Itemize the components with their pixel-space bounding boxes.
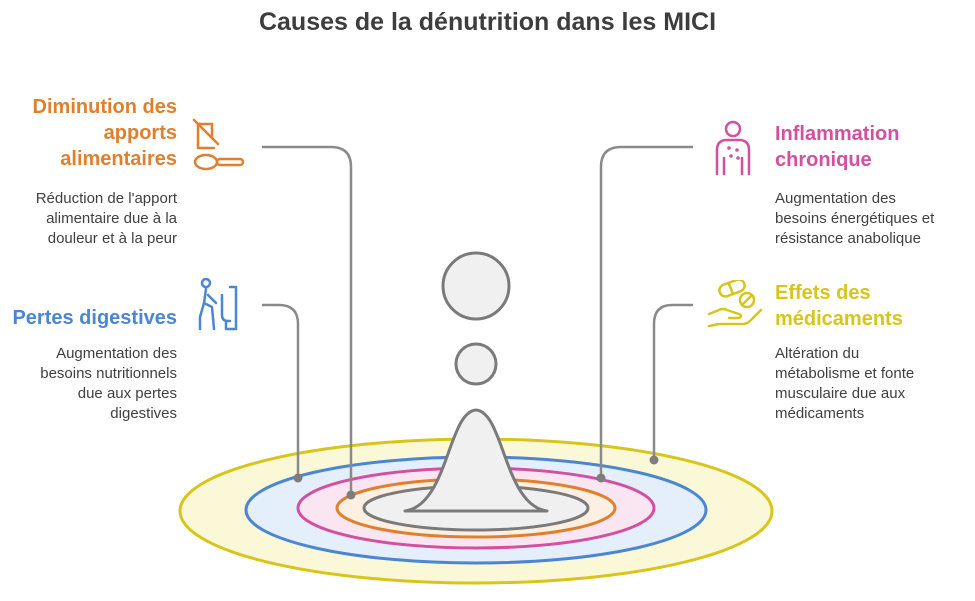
no-food-spoon-icon	[192, 118, 245, 171]
inflamed-body-icon	[715, 120, 751, 176]
desc-line: douleur et à la peur	[47, 230, 177, 247]
desc-pertes: Augmentation des besoins nutritionnels d…	[40, 344, 177, 424]
diagram-title: Causes de la dénutrition dans les MICI	[258, 8, 717, 36]
connector-pertes	[262, 303, 300, 478]
pills-hand-icon	[707, 280, 763, 328]
heading-medicaments: Effets des médicaments	[775, 280, 903, 332]
desc-line: Altération du	[775, 345, 860, 362]
connector-dot-diminution	[346, 490, 356, 500]
connector-dot-inflammation	[596, 473, 606, 483]
heading-line: apports	[103, 122, 177, 144]
heading-line: Inflammation	[775, 123, 900, 145]
heading-line: Diminution des	[32, 96, 177, 118]
desc-line: alimentaire due à la	[46, 210, 177, 227]
small-sphere	[454, 342, 498, 386]
connector-diminution	[262, 145, 353, 495]
heading-diminution: Diminution des apports alimentaires	[33, 94, 177, 172]
desc-line: due aux pertes	[77, 385, 177, 402]
connector-dot-pertes	[293, 473, 303, 483]
desc-line: résistance anabolique	[775, 230, 921, 247]
desc-line: Augmentation des	[775, 190, 896, 207]
connector-inflammation	[599, 145, 693, 478]
heading-line: alimentaires	[60, 148, 177, 170]
desc-line: Réduction de l'apport	[35, 190, 177, 207]
heading-line: médicaments	[775, 308, 903, 330]
desc-line: musculaire due aux	[775, 385, 906, 402]
desc-line: digestives	[110, 405, 177, 422]
desc-inflammation: Augmentation des besoins énergétiques et…	[775, 189, 934, 249]
desc-line: besoins nutritionnels	[40, 365, 177, 382]
desc-line: Augmentation des	[56, 345, 177, 362]
connector-medicaments	[652, 303, 693, 460]
desc-line: médicaments	[775, 405, 865, 422]
splash-drop	[403, 408, 549, 513]
desc-line: besoins énergétiques et	[775, 210, 935, 227]
heading-pertes: Pertes digestives	[12, 305, 177, 331]
heading-line: chronique	[775, 149, 872, 171]
large-sphere	[441, 251, 511, 321]
heading-line: Effets des	[775, 282, 871, 304]
heading-inflammation: Inflammation chronique	[775, 121, 899, 173]
desc-diminution: Réduction de l'apport alimentaire due à …	[36, 189, 177, 249]
heading-line: Pertes digestives	[12, 307, 177, 329]
desc-line: métabolisme et fonte	[775, 365, 915, 382]
desc-medicaments: Altération du métabolisme et fonte muscu…	[775, 344, 914, 424]
connector-dot-medicaments	[649, 455, 659, 465]
toilet-person-icon	[198, 277, 238, 331]
